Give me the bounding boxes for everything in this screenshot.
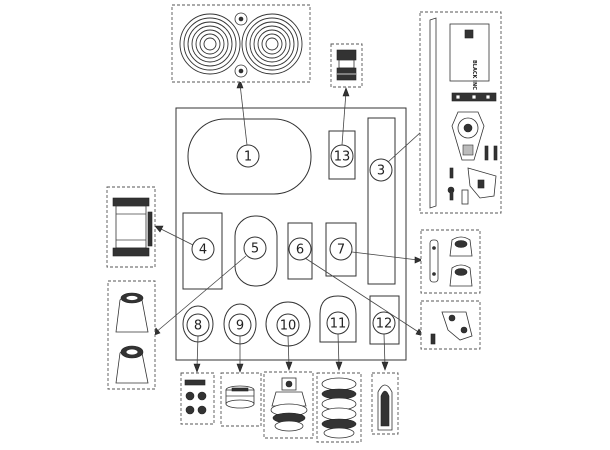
stem-cap-lower (449, 264, 473, 287)
svg-text:8: 8 (194, 319, 202, 334)
callout-number-13: 13 (330, 144, 354, 168)
callout-number-12: 12 (372, 311, 396, 335)
leader-lines (151, 79, 436, 373)
detail-box-10 (263, 371, 314, 439)
detail-box-6 (420, 300, 481, 350)
svg-text:BLACK INC: BLACK INC (471, 60, 477, 90)
detail-box-8 (180, 372, 215, 425)
detail-box-5 (107, 280, 156, 390)
svg-text:10: 10 (280, 319, 297, 334)
top-cover-lower (115, 345, 149, 384)
svg-text:9: 9 (236, 319, 244, 334)
svg-text:1: 1 (244, 150, 252, 165)
detail-box-7 (420, 229, 481, 294)
compartment-3 (367, 117, 396, 285)
mount-rail (451, 92, 497, 102)
detail-box-12 (371, 372, 399, 435)
callout-number-8: 8 (186, 313, 210, 337)
callout-number-4: 4 (191, 237, 215, 261)
svg-text:12: 12 (376, 317, 393, 332)
callout-number-11: 11 (326, 311, 350, 335)
detail-box-9 (220, 372, 262, 427)
svg-text:6: 6 (296, 243, 304, 258)
detail-box-13 (330, 43, 363, 88)
svg-text:11: 11 (330, 317, 347, 332)
callout-number-9: 9 (228, 313, 252, 337)
callout-number-3: 3 (369, 158, 393, 182)
tape-roll-left (179, 13, 241, 75)
svg-text:13: 13 (334, 150, 351, 165)
long-rail-part (429, 17, 437, 209)
detail-box-11 (316, 372, 362, 443)
callout-number-5: 5 (243, 236, 267, 260)
detail-box-1 (171, 4, 311, 83)
light-bracket (467, 167, 497, 199)
card-logo: BLACK INC (464, 29, 477, 90)
callout-number-10: 10 (276, 313, 300, 337)
svg-text:4: 4 (199, 243, 207, 258)
hanger-bolt (430, 333, 436, 345)
callout-number-6: 6 (288, 237, 312, 261)
svg-text:3: 3 (377, 164, 385, 179)
detail-box-3: BLACK INC (419, 11, 502, 214)
computer-mount (451, 111, 485, 161)
spacer-insert (429, 239, 439, 283)
callout-number-7: 7 (329, 237, 353, 261)
mount-bolts (447, 145, 498, 201)
tape-roll-right (241, 13, 303, 75)
svg-text:5: 5 (251, 242, 259, 257)
svg-text:7: 7 (337, 243, 345, 258)
callout-number-1: 1 (236, 144, 260, 168)
end-plug-bottom (234, 64, 248, 78)
detail-box-4 (106, 186, 156, 268)
end-plug-top (234, 12, 248, 26)
stem-cap-upper (449, 236, 473, 257)
top-cover-upper (115, 292, 149, 333)
small-spacer (461, 189, 469, 205)
